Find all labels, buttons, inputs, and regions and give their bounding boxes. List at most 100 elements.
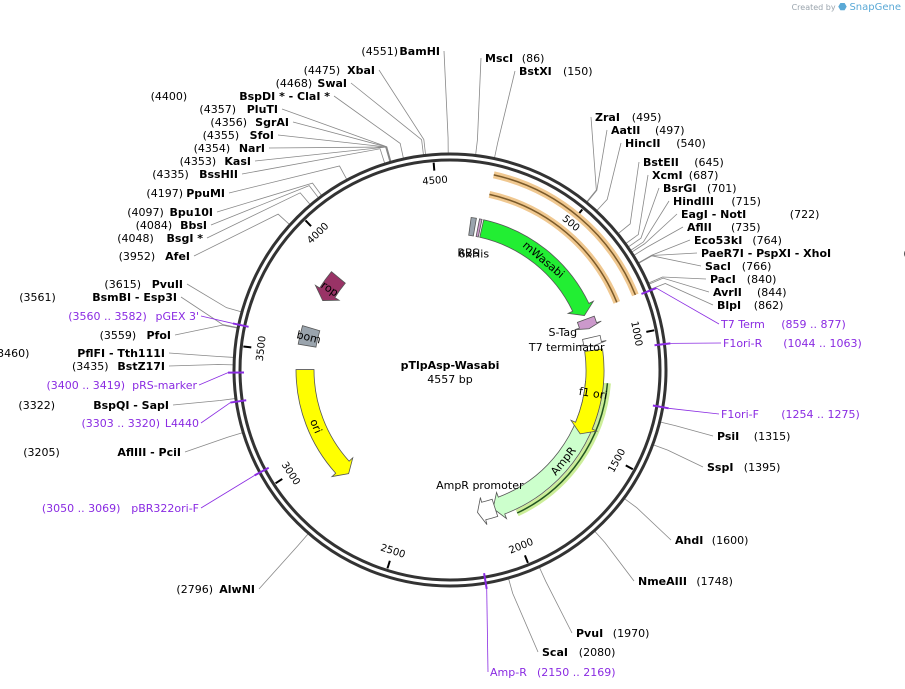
site-label[interactable]: SwaI(4468) (276, 77, 347, 90)
primer-label[interactable]: F1ori-R(1044 .. 1063) (723, 337, 862, 350)
site-label[interactable]: PvuII(3615) (104, 278, 183, 291)
site-label[interactable]: BspQI - SapI (3322) (18, 399, 169, 412)
site-label[interactable]: AhdI(1600) (675, 534, 748, 547)
site-coord: (4356) (210, 116, 247, 129)
primer-label[interactable]: Amp-R(2150 .. 2169) (490, 666, 616, 679)
feature-ori (295, 369, 354, 478)
site-coord: (2080) (579, 646, 616, 659)
site-label[interactable]: SacI(766) (705, 260, 771, 273)
primer-range: (3303 .. 3320) (81, 417, 160, 430)
site-label[interactable]: AfeI(3952) (119, 250, 190, 263)
site-label[interactable]: MscI (86) (485, 52, 544, 65)
primer-leader (198, 372, 229, 386)
site-label[interactable]: PaeR7I - PspXI - XhoI(765) (701, 247, 905, 260)
site-name: MscI (485, 52, 513, 65)
site-label[interactable]: PfoI(3559) (100, 329, 171, 342)
site-label[interactable]: BstXI(150) (519, 65, 593, 78)
site-label[interactable]: BstZ17I(3435) (72, 360, 165, 373)
site-coord: (3322) (18, 399, 55, 412)
orf-line (489, 193, 618, 303)
ruler-tick (625, 464, 634, 471)
site-label[interactable]: NmeAIII(1748) (638, 575, 733, 588)
site-label[interactable]: BsmBI - Esp3I(3561) (19, 291, 177, 304)
site-label[interactable]: Eco53kI(764) (694, 234, 782, 247)
primer-name: T7 Term (720, 318, 765, 331)
credit-brand: SnapGene (849, 2, 901, 13)
site-name: KasI (224, 155, 251, 168)
site-label[interactable]: BlpI(862) (717, 299, 783, 312)
primer-label[interactable]: pBR322ori-F(3050 .. 3069) (42, 502, 199, 515)
site-label[interactable]: PluTI(4357) (199, 103, 278, 116)
site-label[interactable]: ZraI(495) (595, 111, 661, 124)
site-leader (168, 364, 235, 367)
primer-label[interactable]: pRS-marker(3400 .. 3419) (46, 379, 197, 392)
site-label[interactable]: PacI(840) (710, 273, 776, 286)
site-label[interactable]: BsrGI(701) (663, 182, 737, 195)
site-name: PluTI (247, 103, 278, 116)
site-label[interactable]: BssHII(4335) (152, 168, 238, 181)
feature-f1-ori (569, 348, 605, 435)
primer-label[interactable]: T7 Term(859 .. 877) (720, 318, 846, 331)
ruler-tick-label: 2000 (508, 537, 536, 557)
site-label[interactable]: BamHI(4551) (361, 45, 440, 58)
site-label[interactable]: KasI(4353) (180, 155, 251, 168)
site-name: PflFI - Tth111I (77, 347, 165, 360)
site-coord: (3435) (72, 360, 109, 373)
site-label[interactable]: PsiI(1315) (717, 430, 790, 443)
site-label[interactable]: XbaI(4475) (304, 64, 375, 77)
site-label[interactable]: AflIII - PciI(3205) (23, 446, 181, 459)
site-leader (193, 213, 291, 257)
site-leader (184, 432, 244, 453)
site-name: BspQI - SapI (93, 399, 169, 412)
primer-leader (200, 402, 231, 424)
site-label[interactable]: SfoI(4355) (203, 129, 274, 142)
site-label[interactable]: BbsI(4084) (136, 219, 207, 232)
primer-label[interactable]: pGEX 3'(3560 .. 3582) (68, 310, 199, 323)
primer-label[interactable]: L4440(3303 .. 3320) (81, 417, 199, 430)
site-label[interactable]: AflII(735) (687, 221, 761, 234)
primer-mark (230, 399, 247, 404)
site-label[interactable]: SspI(1395) (707, 461, 780, 474)
site-coord: (4197) (146, 187, 183, 200)
site-name: BspDI * - ClaI * (239, 90, 330, 103)
site-label[interactable]: NarI(4354) (194, 142, 265, 155)
site-coord: (715) (731, 195, 761, 208)
site-label[interactable]: BsgI *(4048) (117, 232, 203, 245)
site-label[interactable]: AlwNI(2796) (176, 583, 255, 596)
site-label[interactable]: PvuI(1970) (576, 627, 649, 640)
primer-range: (2150 .. 2169) (537, 666, 616, 679)
site-label[interactable]: AatII(497) (611, 124, 685, 137)
site-leader (586, 129, 608, 204)
site-label[interactable]: PpuMI(4197) (146, 187, 225, 200)
site-label[interactable]: EagI - NotI(722) (681, 208, 819, 221)
ruler-tick (523, 555, 529, 564)
site-coord: (844) (757, 286, 787, 299)
site-label[interactable]: HindIII (715) (673, 195, 761, 208)
site-leader (648, 277, 710, 293)
site-label[interactable]: ScaI(2080) (542, 646, 615, 659)
site-coord: (4097) (127, 206, 164, 219)
feature-6xhis (475, 218, 483, 238)
site-label[interactable]: Bpu10I(4097) (127, 206, 213, 219)
site-coord: (86) (522, 52, 545, 65)
site-label[interactable]: AvrII(844) (713, 286, 787, 299)
ruler-tick (275, 478, 283, 485)
site-label[interactable]: SgrAI(4356) (210, 116, 289, 129)
primer-label[interactable]: F1ori-F(1254 .. 1275) (721, 408, 860, 421)
site-label[interactable]: XcmI(687) (652, 169, 718, 182)
site-coord: (3559) (100, 329, 137, 342)
site-label[interactable]: PflFI - Tth111I(3460) (0, 347, 165, 360)
site-leader (216, 182, 323, 213)
site-name: SacI (705, 260, 731, 273)
site-label[interactable]: BstEII(645) (643, 156, 724, 169)
ruler-tick-label: 4500 (422, 175, 448, 188)
site-label[interactable]: HincII(540) (625, 137, 706, 150)
feature-label-ori: ori (307, 417, 325, 435)
primer-name: pGEX 3' (155, 310, 199, 323)
site-leader (631, 213, 678, 253)
site-name: BlpI (717, 299, 741, 312)
site-leader (538, 566, 573, 634)
site-name: HindIII (673, 195, 714, 208)
site-label[interactable]: BspDI * - ClaI *(4400) (151, 90, 331, 103)
